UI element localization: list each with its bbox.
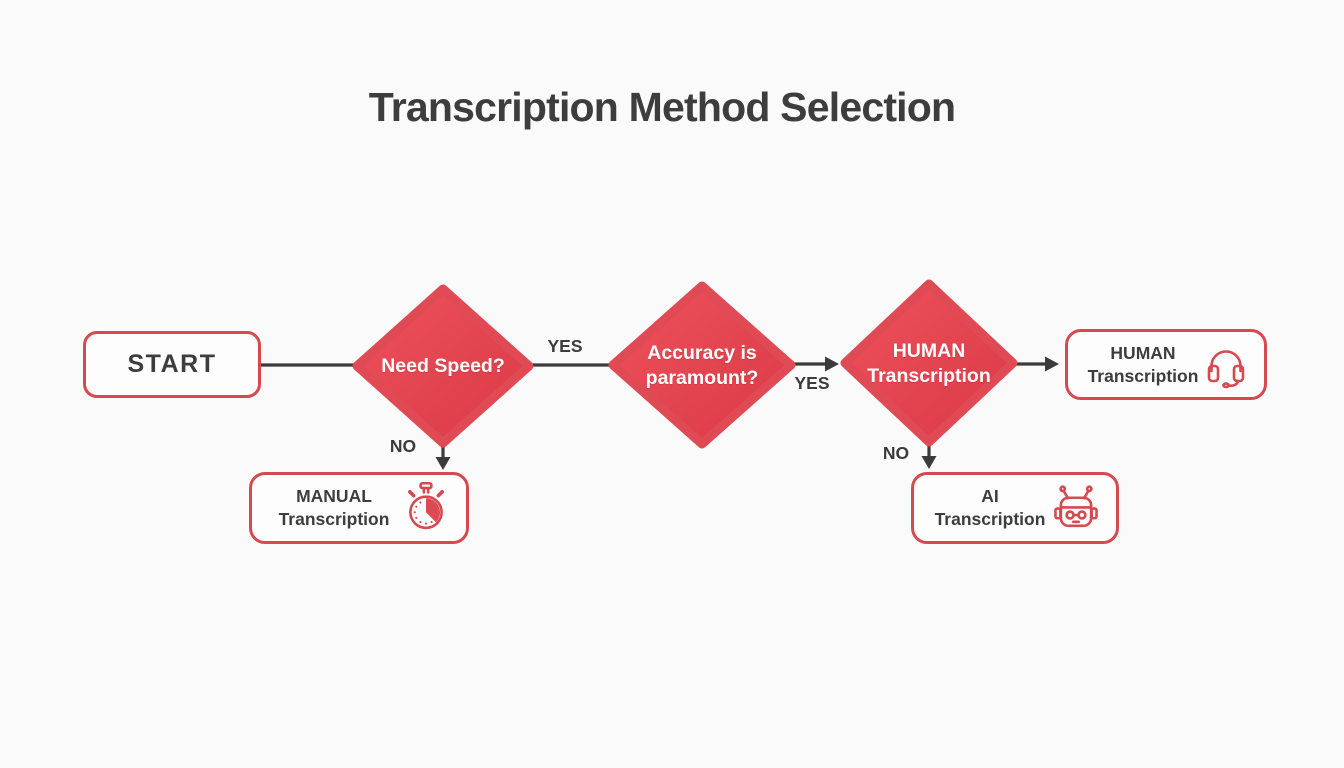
manual-result-line2: Transcription [278, 509, 390, 529]
human-result-line2: Transcription [1087, 365, 1199, 386]
edge-label-yes-1: YES [547, 336, 583, 356]
ai-result-label: AI Transcription [930, 485, 1050, 531]
ai-result-node: AI Transcription [911, 472, 1119, 544]
edge-label-no-2: NO [882, 443, 910, 463]
manual-result-label: MANUAL Transcription [268, 485, 400, 531]
manual-result-node: MANUAL Transcription [249, 472, 469, 544]
human-result-node: HUMAN Transcription [1065, 329, 1267, 400]
edge-label-no-1: NO [389, 436, 417, 456]
arrowhead-down-icon [435, 457, 451, 470]
robot-icon [1054, 485, 1098, 528]
start-label: START [127, 350, 217, 378]
edge-label-yes-2: YES [794, 373, 830, 393]
decision-diamond-accuracy [608, 281, 796, 449]
human-result-label: HUMAN Transcription [1084, 342, 1202, 388]
stopwatch-icon [408, 481, 444, 530]
decision-diamond-need-speed [352, 284, 534, 448]
human-result-line1: HUMAN [1110, 342, 1176, 363]
manual-result-line1: MANUAL [296, 486, 372, 506]
arrowhead-right-icon [825, 356, 839, 372]
headset-icon [1207, 349, 1245, 388]
ai-result-line1: AI [981, 486, 999, 506]
arrowhead-right-icon [1045, 356, 1059, 372]
start-node: START [83, 331, 261, 398]
ai-result-line2: Transcription [934, 509, 1046, 529]
decision-diamond-human [840, 279, 1018, 447]
arrowhead-down-icon [921, 456, 937, 469]
page-title: Transcription Method Selection [368, 84, 956, 130]
